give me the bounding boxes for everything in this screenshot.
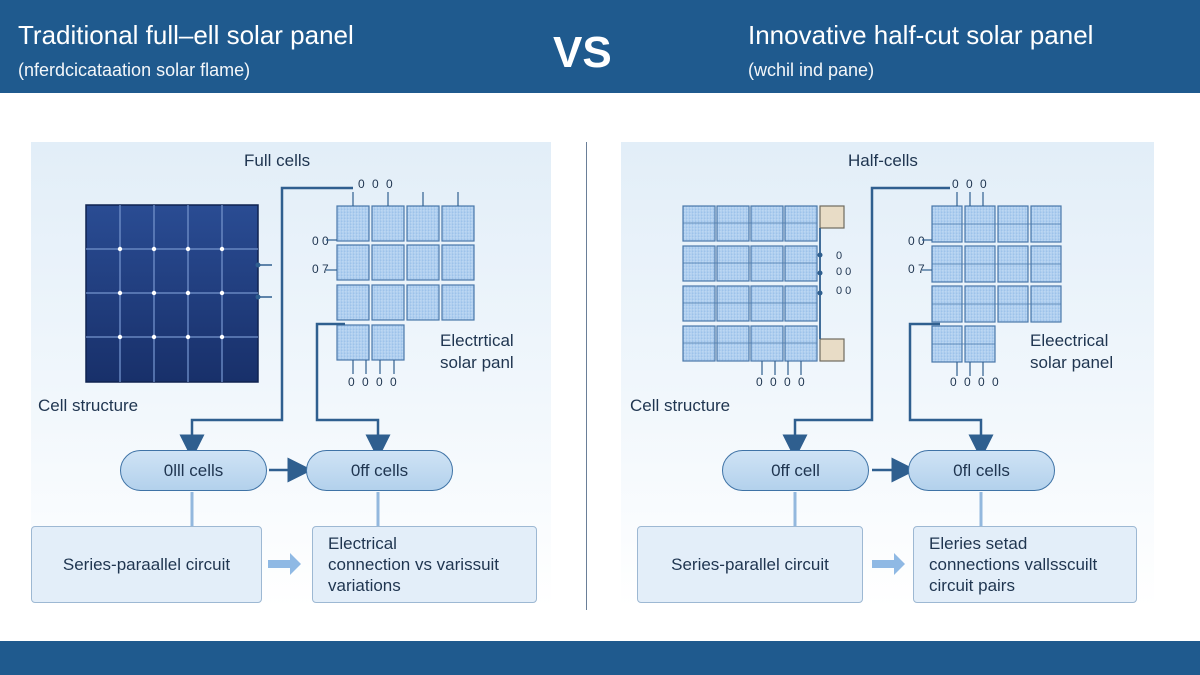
right-title: Innovative half-cut solar panel bbox=[748, 20, 1094, 50]
left-terminal-mid1: 0 0 bbox=[312, 234, 329, 248]
left-title: Traditional full–ell solar panel bbox=[18, 20, 354, 50]
right-box2-line3: circuit pairs bbox=[929, 576, 1015, 595]
right-flow-arrow bbox=[872, 553, 905, 575]
left-connection-box: Electrical connection vs varissuit varia… bbox=[312, 526, 537, 603]
right-junction-mark-3: 0 0 bbox=[836, 285, 852, 297]
right-section-title: Half-cells bbox=[848, 151, 918, 170]
right-subtitle: (wchil ind pane) bbox=[748, 60, 875, 80]
right-box2-line1: Eleries setad bbox=[929, 534, 1028, 553]
left-flow-arrow bbox=[268, 553, 301, 575]
right-cell-structure-label: Cell structure bbox=[630, 396, 731, 415]
right-circuit-box: Series-parallel circuit bbox=[637, 526, 863, 603]
right-terminal-top: 0 0 0 bbox=[952, 177, 989, 191]
left-terminal-top: 0 0 0 bbox=[358, 177, 395, 191]
left-electrical-label-1: Electrtical bbox=[440, 331, 514, 350]
right-electrical-label-2: solar panel bbox=[1030, 353, 1114, 372]
left-connectors bbox=[179, 186, 391, 483]
right-pill-cells-1: 0ff cell bbox=[722, 450, 869, 491]
left-box2-line1: Electrical bbox=[328, 534, 397, 553]
left-stems bbox=[190, 492, 380, 526]
left-terminal-bottom: 0 0 0 0 bbox=[348, 375, 399, 389]
right-pill-cells-2: 0fl cells bbox=[908, 450, 1055, 491]
right-terminal-bottom: 0 0 0 0 bbox=[950, 375, 1001, 389]
right-terminal-mid2: 0 7 bbox=[908, 262, 925, 276]
left-terminal-mid2: 0 7 bbox=[312, 262, 329, 276]
left-cell-structure-label: Cell structure bbox=[38, 396, 139, 415]
right-connection-box: Eleries setad connections vallsscuilt ci… bbox=[913, 526, 1137, 603]
right-electrical-label-1: Eleectrical bbox=[1030, 331, 1109, 350]
left-pill-cells-1: 0lll cells bbox=[120, 450, 267, 491]
left-box2-line3: variations bbox=[328, 576, 401, 595]
left-circuit-box: Series-paraallel circuit bbox=[31, 526, 262, 603]
footer-banner bbox=[0, 641, 1200, 675]
right-electrical-cell-grid bbox=[922, 192, 1062, 376]
right-terminal-bottom-2: 0 0 0 0 bbox=[756, 375, 807, 389]
right-half-cell-panel bbox=[682, 205, 845, 375]
right-terminal-mid1: 0 0 bbox=[908, 234, 925, 248]
left-electrical-label-2: solar panl bbox=[440, 353, 514, 372]
left-section-title: Full cells bbox=[244, 151, 311, 170]
right-junction-mark-2: 0 0 bbox=[836, 266, 852, 278]
center-divider bbox=[586, 142, 587, 610]
left-electrical-cell-grid bbox=[326, 192, 475, 374]
left-pill-cells-2: 0ff cells bbox=[306, 450, 453, 491]
right-junction-mark-1: 0 bbox=[836, 250, 843, 262]
left-dark-solar-panel bbox=[85, 204, 272, 383]
vs-label: VS bbox=[553, 28, 612, 77]
right-stems bbox=[793, 492, 983, 526]
right-connectors bbox=[782, 186, 994, 483]
header-banner: Traditional full–ell solar panel (nferdc… bbox=[0, 0, 1200, 93]
left-subtitle: (nferdcicataation solar flame) bbox=[18, 60, 251, 80]
right-box2-line2: connections vallsscuilt bbox=[929, 555, 1098, 574]
left-box2-line2: connection vs varissuit bbox=[328, 555, 500, 574]
